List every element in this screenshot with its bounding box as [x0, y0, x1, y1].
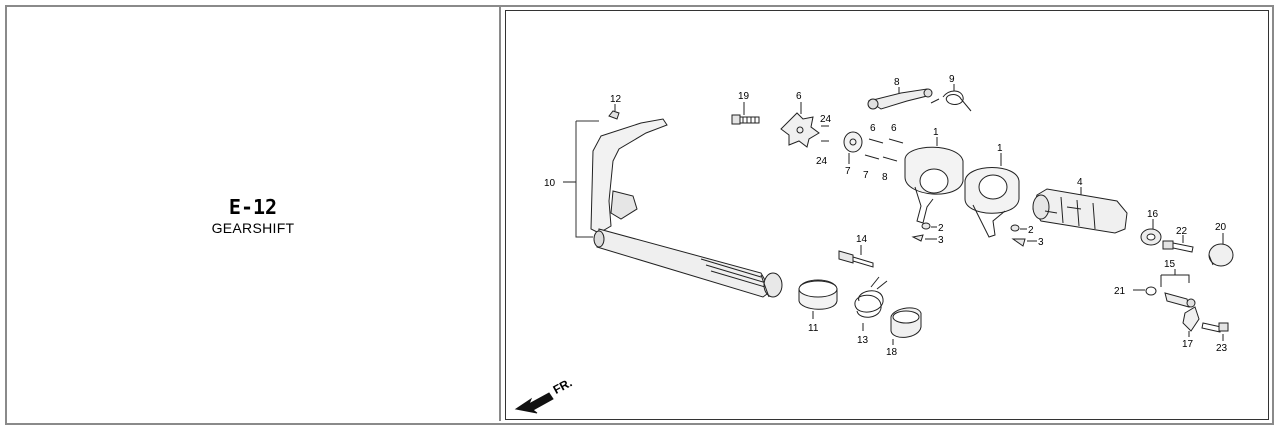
- front-direction-arrow: [514, 392, 554, 414]
- part-19-plug-cap: [1208, 243, 1234, 267]
- callout-2a: 2: [938, 223, 944, 234]
- part-16-drum-bearing: [1140, 228, 1162, 246]
- callout-19: 20: [1215, 222, 1227, 233]
- callout-3a: 3: [938, 235, 944, 246]
- part-2-fork-pin-b: [1010, 224, 1020, 232]
- part-13-return-spring: [854, 276, 888, 318]
- callout-22: 22: [1176, 226, 1188, 237]
- callout-3b: 3: [1038, 237, 1044, 248]
- callout-8: 8: [894, 77, 900, 88]
- section-code: E-12: [228, 195, 278, 219]
- callout-11: 11: [808, 323, 819, 334]
- part-5-shift-drum-cam: [780, 112, 820, 148]
- callout-7: 7: [845, 166, 851, 177]
- part-15-stopper-assembly: [1164, 292, 1196, 308]
- part-24-pins: [821, 125, 829, 142]
- part-12-clip: [608, 110, 620, 120]
- section-title: E-12 GEARSHIFT: [5, 195, 501, 237]
- callout-24a: 24: [820, 114, 832, 125]
- section-name: GEARSHIFT: [211, 220, 295, 236]
- exploded-parts-diagram: 10 12 19 6 24 24 7 6 6 7 8: [514, 74, 1234, 414]
- front-direction-label: FR.: [551, 375, 575, 396]
- callout-15: 15: [1164, 259, 1176, 270]
- part-23-bolt: [1201, 322, 1229, 333]
- part-1-shift-fork-b: [964, 167, 1020, 238]
- part-14-stopper-pin: [838, 250, 874, 268]
- part-6-guide-pins: [864, 138, 904, 162]
- callout-6a: 6: [870, 123, 876, 134]
- callout-6d: 8: [882, 172, 888, 183]
- part-20-bushing: [890, 307, 922, 338]
- part-17-stopper-lever: [1182, 306, 1200, 332]
- callout-1b: 1: [997, 143, 1003, 154]
- callout-21: 21: [1114, 286, 1126, 297]
- callout-24b: 24: [816, 156, 828, 167]
- callout-9: 9: [949, 74, 955, 85]
- part-1-shift-fork-a: [904, 146, 964, 224]
- callout-18: 19: [738, 91, 750, 102]
- part-8-stopper-arm: [867, 88, 933, 110]
- callout-2b: 2: [1028, 225, 1034, 236]
- part-22-bolt: [1162, 240, 1194, 253]
- callout-6c: 7: [863, 170, 869, 181]
- part-10-shift-spindle: [590, 118, 783, 298]
- callout-17: 17: [1182, 339, 1194, 350]
- callout-10: 10: [544, 178, 556, 189]
- callout-16: 16: [1147, 209, 1159, 220]
- callout-6b: 6: [891, 123, 897, 134]
- callout-23: 23: [1216, 343, 1228, 354]
- part-9-return-spring: [930, 90, 972, 112]
- part-18-bolt: [731, 114, 760, 125]
- callout-5: 6: [796, 91, 802, 102]
- callout-13: 13: [857, 335, 869, 346]
- part-4-shift-drum: [1032, 188, 1128, 234]
- part-3-clip-a: [911, 234, 924, 242]
- callout-12: 12: [610, 94, 622, 105]
- bottom-rule: [5, 423, 1274, 424]
- part-11-spindle-collar: [798, 279, 838, 310]
- section-title-cell: E-12 GEARSHIFT: [5, 5, 501, 421]
- part-7-washer: [843, 131, 863, 153]
- callout-20: 18: [886, 347, 898, 358]
- part-3-clip-b: [1011, 238, 1026, 247]
- callout-4: 4: [1077, 177, 1083, 188]
- parts-diagram-cell: 10 12 19 6 24 24 7 6 6 7 8: [505, 10, 1269, 420]
- part-2-fork-pin-a: [921, 222, 931, 230]
- callout-1a: 1: [933, 127, 939, 138]
- part-21-o-ring: [1145, 286, 1157, 296]
- callout-14: 14: [856, 234, 868, 245]
